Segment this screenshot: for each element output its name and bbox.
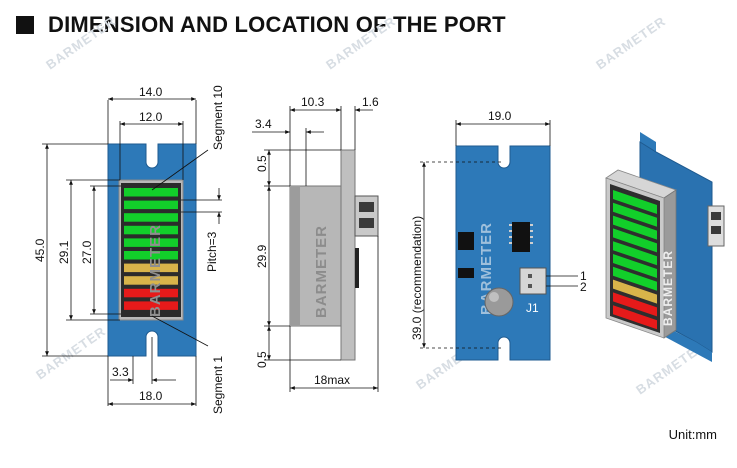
iso-led-segment bbox=[613, 190, 657, 214]
front-led-segment bbox=[124, 301, 178, 310]
side-display-shade bbox=[290, 186, 300, 326]
side-brand-vertical: BARMETER bbox=[313, 225, 330, 318]
segment-top-label: Segment 10 bbox=[211, 85, 225, 150]
iso-led-segment bbox=[613, 228, 657, 253]
watermark-text: BARMETER bbox=[33, 323, 109, 382]
front-led-segment bbox=[124, 251, 178, 260]
front-brand-vertical: BARMETER bbox=[147, 224, 164, 317]
iso-led-segment bbox=[613, 241, 657, 266]
front-led-segment bbox=[124, 213, 178, 222]
front-led-segment bbox=[124, 188, 178, 197]
dim-height-middle: 29.9 bbox=[255, 244, 269, 268]
front-led-segment bbox=[124, 225, 178, 235]
iso-led-segment bbox=[613, 266, 657, 291]
front-led-segment bbox=[124, 238, 178, 247]
back-view: BARMETER J1 1 2 19.0 39.0 (recommendatio… bbox=[410, 109, 587, 361]
side-header-pins bbox=[355, 248, 359, 288]
side-board bbox=[340, 149, 356, 361]
iso-led-segment bbox=[613, 254, 657, 278]
header: DIMENSION AND LOCATION OF THE PORT bbox=[16, 8, 506, 42]
iso-board-top bbox=[640, 132, 656, 152]
iso-segment-group bbox=[613, 190, 657, 330]
connector-label: J1 bbox=[526, 301, 539, 315]
watermark-text: BARMETER bbox=[43, 13, 119, 72]
back-buzzer bbox=[484, 287, 514, 317]
front-view: BARMETER 14.0 12.0 45.0 29.1 27.0 Pitch=… bbox=[33, 85, 225, 414]
iso-led-segment bbox=[613, 305, 657, 330]
segment-bottom-label: Segment 1 bbox=[211, 356, 225, 414]
dim-width-outer: 14.0 bbox=[139, 85, 163, 99]
dim-height-segments: 27.0 bbox=[80, 240, 94, 264]
iso-led-segment bbox=[613, 279, 657, 304]
watermark-text: BARMETER bbox=[593, 13, 669, 72]
pin-1-label: 1 bbox=[580, 269, 587, 283]
dim-gap-bottom: 0.5 bbox=[255, 351, 269, 368]
dim-width-inner: 12.0 bbox=[139, 110, 163, 124]
dim-offset-left: 3.4 bbox=[255, 117, 272, 131]
front-segment-group bbox=[124, 188, 178, 310]
segment-1-leader bbox=[151, 315, 209, 347]
unit-label: Unit:mm bbox=[668, 427, 717, 442]
dim-hole-offset: 3.3 bbox=[112, 365, 129, 379]
dim-depth-max: 18max bbox=[314, 373, 350, 387]
dim-gap-top: 0.5 bbox=[255, 155, 269, 172]
watermark-text: BARMETER bbox=[323, 13, 399, 72]
dim-thickness: 1.6 bbox=[362, 95, 379, 109]
dim-base-width: 18.0 bbox=[139, 389, 163, 403]
dim-height-total: 45.0 bbox=[33, 238, 47, 262]
front-led-segment bbox=[124, 263, 178, 273]
iso-led-segment bbox=[613, 202, 657, 227]
iso-led-segment bbox=[613, 292, 657, 317]
front-led-segment bbox=[124, 200, 178, 210]
iso-led-segment bbox=[613, 215, 657, 240]
back-board bbox=[455, 145, 551, 361]
title-bullet-square bbox=[16, 16, 34, 34]
dim-back-width: 19.0 bbox=[488, 109, 512, 123]
dim-depth-top: 10.3 bbox=[301, 95, 325, 109]
back-ic-left bbox=[458, 232, 474, 250]
dim-height-recommendation: 39.0 (recommendation) bbox=[410, 216, 424, 340]
back-ic-right bbox=[512, 222, 530, 252]
back-ic-small bbox=[458, 268, 474, 278]
front-led-segment bbox=[124, 288, 178, 298]
page-title: DIMENSION AND LOCATION OF THE PORT bbox=[48, 12, 506, 37]
iso-view: BARMETER bbox=[605, 132, 725, 362]
pitch-label: Pitch=3 bbox=[205, 231, 219, 272]
front-led-segment bbox=[124, 276, 178, 285]
side-view: BARMETER 10.3 1.6 3.4 0.5 29.9 0.5 18max bbox=[252, 95, 379, 392]
pin-2-label: 2 bbox=[580, 280, 587, 294]
iso-brand-vertical: BARMETER bbox=[661, 250, 675, 326]
dim-height-display: 29.1 bbox=[57, 240, 71, 264]
back-connector bbox=[519, 267, 547, 295]
segment-10-leader bbox=[151, 149, 209, 191]
